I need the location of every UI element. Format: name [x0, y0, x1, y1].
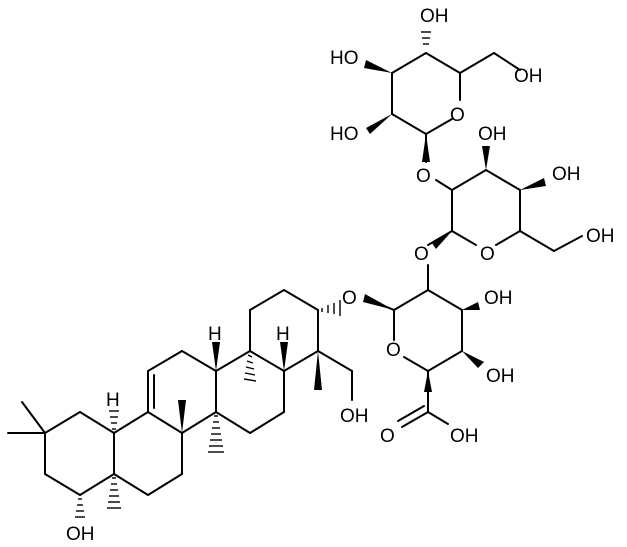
glucose-1-stereo — [364, 31, 431, 162]
label-o-glc2-ring: O — [480, 244, 495, 265]
label-ho-glc1-c2: HO — [330, 124, 359, 145]
label-oh-c22: OH — [66, 524, 95, 545]
label-ho-glc1-c4: HO — [330, 48, 359, 69]
label-h-c18: H — [208, 324, 222, 345]
label-oh-glc1-c6: OH — [514, 66, 543, 87]
label-o-gluca-ring: O — [386, 340, 401, 361]
label-oh-carboxyl: OH — [450, 426, 479, 447]
label-oh-top: OH — [420, 6, 449, 27]
label-oh-glc2-c6: OH — [586, 226, 615, 247]
label-oh-gluca-c3: OH — [484, 288, 513, 309]
aglycone-stereo — [75, 300, 341, 518]
label-o-aglycone-link: O — [342, 288, 357, 309]
label-o-carbonyl: O — [380, 426, 395, 447]
label-o-link-glc2-gluca: O — [414, 244, 429, 265]
label-h-c9: H — [276, 324, 290, 345]
label-o-glc1-ring: O — [450, 105, 465, 126]
aglycone-bonds — [7, 289, 353, 496]
label-oh-glc2-c3: OH — [478, 124, 507, 145]
glucuronic-acid-bonds — [364, 264, 463, 428]
label-oh-gluca-c4: OH — [486, 366, 515, 387]
glucose-2-bonds — [427, 169, 583, 252]
label-o-link-glc1-glc2: O — [416, 166, 431, 187]
atom-labels: OH HO OH O HO O OH OH OH O O OH O O OH O… — [66, 6, 615, 545]
label-oh-glc2-c4: OH — [552, 164, 581, 185]
label-h-c5: H — [106, 390, 120, 411]
glucose-2-stereo — [432, 146, 546, 249]
glucuronic-acid-stereo — [363, 294, 484, 392]
label-oh-c23: OH — [340, 406, 369, 427]
